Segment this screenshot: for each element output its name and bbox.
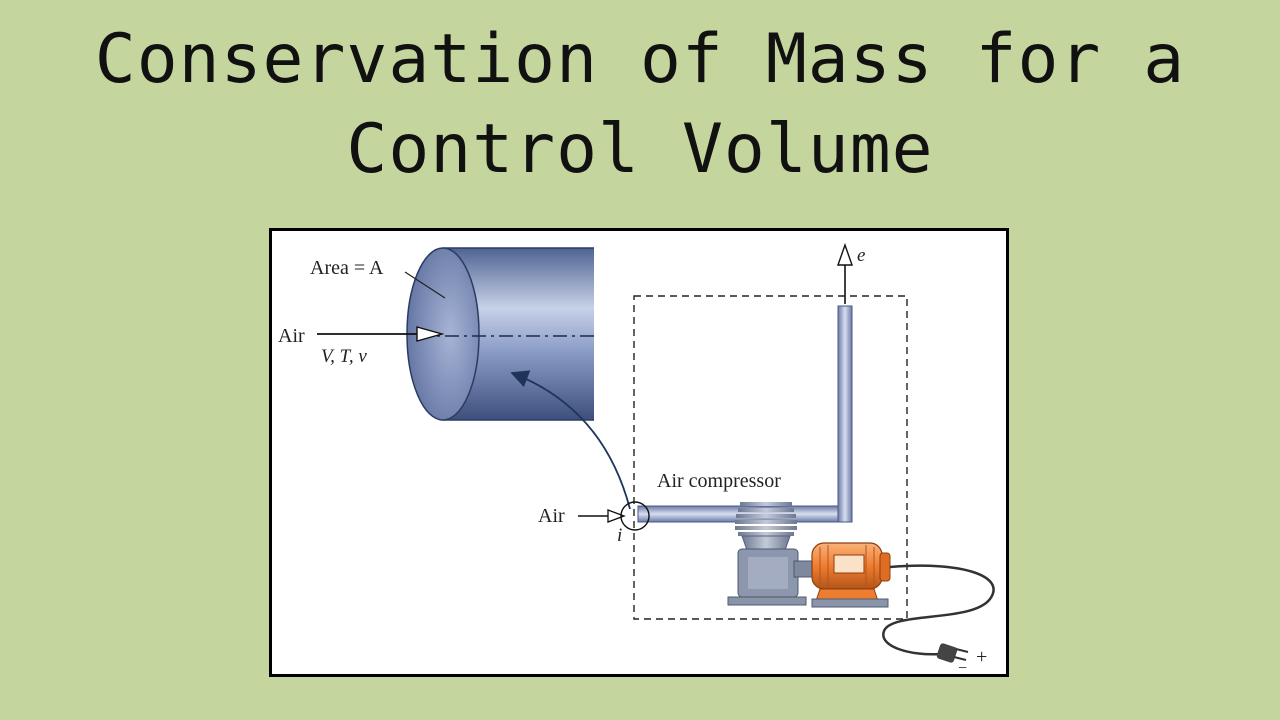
air-inlet-arrowhead [416,326,445,342]
zoom-arrow [510,370,631,510]
inlet-mark: i [617,525,622,546]
area-label: Area = A [310,257,384,279]
air-inlet-label: Air [278,325,305,347]
plug-plus-label: + [976,646,987,668]
state-label: V, T, v [321,346,367,367]
plug-minus-label: − [958,660,967,674]
area-leader-line [404,271,446,299]
compressor-inlet-arrowhead [607,509,626,523]
compressor-air-label: Air [538,505,565,527]
control-volume-boundary [633,295,908,620]
control-volume-figure: Area = A Air V, T, v Air compressor Air … [269,228,1009,677]
power-cord [882,564,995,656]
outlet-pipe [837,305,853,523]
page-title-line-1: Conservation of Mass for a [94,20,1186,99]
compressor-base [727,596,807,606]
motor-base [811,598,889,608]
electric-motor [811,542,891,608]
diagram-canvas: Area = A Air V, T, v Air compressor Air … [278,242,995,674]
air-compressor [727,502,813,606]
compressor-label: Air compressor [657,470,781,492]
motor-nameplate [833,554,865,574]
page-title-line-2: Control Volume [346,110,934,189]
power-plug [936,643,969,663]
exit-mark: e [857,245,865,266]
compressor-fins [735,502,797,536]
exit-arrowhead [837,242,853,266]
inlet-state-circle [620,501,650,531]
